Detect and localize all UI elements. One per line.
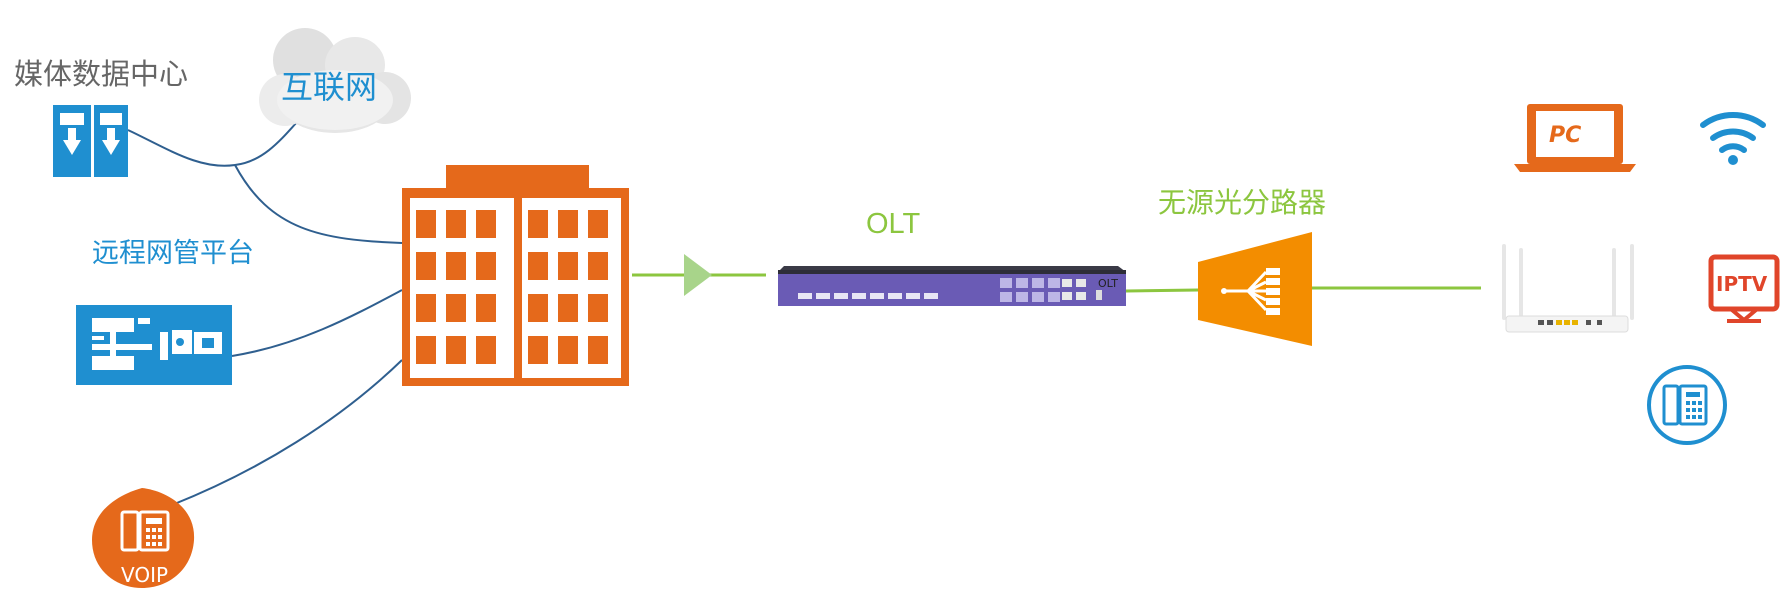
link-cloud-to-building: [234, 164, 403, 244]
pc-icon: PC: [1514, 104, 1636, 172]
internet-label: 互联网: [281, 68, 377, 106]
link-olt-to-splitter: [1125, 288, 1199, 293]
arrow-icon: [684, 254, 712, 296]
link-voip-to-building: [171, 359, 403, 506]
olt-label: OLT: [866, 208, 921, 240]
voip-label: VOIP: [121, 563, 168, 587]
link-nms-to-building: [231, 289, 403, 357]
iptv-icon: IPTV: [1708, 254, 1780, 323]
phone-icon: [1647, 365, 1727, 445]
splitter-icon: [1198, 232, 1312, 346]
nms-icon: [76, 305, 232, 385]
cloud-icon: 互联网: [259, 28, 411, 133]
olt-device: OLT: [778, 266, 1126, 306]
server-icon: [53, 105, 128, 177]
pc-label: PC: [1549, 123, 1581, 148]
svg-text:OLT: OLT: [1098, 277, 1118, 290]
router-icon: [1502, 244, 1634, 333]
remote-nms-label: 远程网管平台: [92, 238, 254, 269]
media-center-label: 媒体数据中心: [14, 57, 189, 91]
iptv-label: IPTV: [1716, 272, 1768, 296]
wifi-icon: [1700, 112, 1766, 165]
voip-phone-icon: VOIP: [92, 488, 195, 588]
building-icon: [402, 165, 629, 386]
splitter-label: 无源光分路器: [1158, 186, 1327, 219]
